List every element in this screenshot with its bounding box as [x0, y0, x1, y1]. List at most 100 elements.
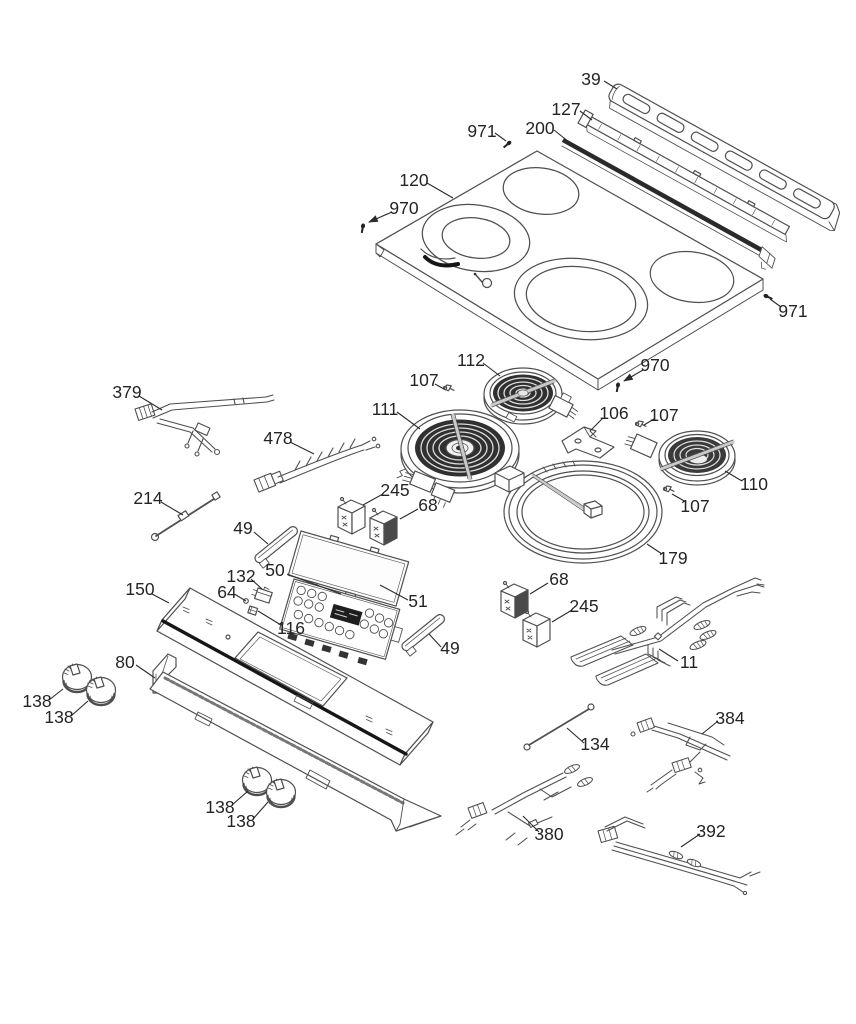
leader-line-110-13	[724, 470, 743, 482]
part-label-112-8: 112	[457, 350, 485, 370]
part-label-107-12: 107	[649, 405, 678, 425]
part-label-971-6: 971	[778, 301, 807, 321]
part-label-111-10: 111	[372, 399, 399, 419]
leader-line-80-32	[135, 664, 156, 679]
part-68-switch-right	[500, 580, 529, 619]
part-80-lower-trim	[149, 653, 442, 832]
part-245-switch-left	[337, 496, 366, 535]
leader-line-111-10	[396, 411, 421, 430]
leader-line-138-37	[231, 790, 249, 806]
part-132-connector	[251, 586, 273, 604]
leader-line-138-34	[70, 700, 89, 717]
leader-line-132-23	[250, 578, 263, 590]
part-label-478-17: 478	[263, 428, 292, 448]
leader-line-384-36	[701, 720, 719, 735]
part-68-switch-left	[369, 507, 398, 546]
part-120-glass-cooktop	[375, 150, 764, 391]
part-64-fasteners	[243, 598, 259, 616]
part-label-970-5: 970	[389, 198, 418, 218]
leader-line-51-26	[379, 584, 409, 601]
leader-line-116-27	[257, 610, 282, 626]
leader-line-478-17	[289, 441, 315, 455]
part-138-knob-c	[241, 766, 273, 797]
leader-line-200-2	[553, 129, 570, 143]
screw-971-right-icon	[763, 293, 773, 300]
part-label-110-13: 110	[740, 474, 768, 494]
part-label-150-22: 150	[125, 579, 154, 599]
part-384-wire-harness	[630, 717, 731, 793]
part-label-49-21: 49	[233, 518, 252, 538]
leader-line-134-35	[566, 727, 585, 744]
leader-line-11-31	[658, 648, 679, 662]
part-label-245-30: 245	[569, 596, 598, 616]
part-label-384-36: 384	[715, 708, 744, 728]
leader-line-64-25	[235, 594, 247, 602]
part-49-trim-left	[254, 526, 299, 569]
leader-line-971-6	[769, 298, 782, 308]
leader-line-214-18	[160, 501, 184, 516]
leader-line-245-19	[362, 493, 384, 506]
leader-line-120-4	[426, 182, 454, 199]
part-label-127-1: 127	[551, 99, 580, 119]
leader-line-380-39	[522, 815, 540, 833]
part-label-379-16: 379	[112, 382, 141, 402]
leader-line-107-14	[671, 493, 687, 503]
part-label-120-4: 120	[399, 170, 428, 190]
part-107-clip-c	[662, 485, 675, 493]
part-label-68-29: 68	[549, 569, 568, 589]
part-127-trim-support	[577, 109, 791, 243]
part-111-dual-surface-element	[396, 409, 520, 508]
screw-971-top-icon	[502, 140, 512, 149]
part-138-knob-d	[265, 778, 297, 809]
part-label-392-40: 392	[696, 821, 725, 841]
leader-line-392-40	[680, 833, 701, 848]
part-49-trim-right	[401, 614, 446, 657]
part-label-49-28: 49	[440, 638, 459, 658]
leader-line-49-28	[428, 633, 442, 648]
part-11-wire-harness	[570, 577, 765, 686]
leader-line-179-15	[646, 543, 663, 555]
part-50-control-board	[279, 578, 403, 666]
part-label-64-25: 64	[217, 582, 237, 602]
part-110-surface-element	[624, 430, 736, 486]
part-179-element-ring	[494, 460, 663, 564]
part-214-rod	[150, 491, 221, 542]
part-label-970-7: 970	[640, 355, 669, 375]
part-112-surface-element	[483, 367, 578, 425]
part-245-switch-right	[522, 609, 551, 648]
part-478-wire-harness	[253, 436, 381, 493]
part-label-179-15: 179	[658, 548, 687, 568]
screw-970-left-icon	[360, 223, 366, 234]
leader-line-138-38	[252, 801, 269, 820]
part-107-clip-b	[634, 420, 647, 428]
part-label-134-35: 134	[580, 734, 609, 754]
leader-line-970-5	[367, 211, 393, 223]
leader-line-112-8	[482, 362, 501, 377]
part-label-106-11: 106	[599, 403, 628, 423]
part-label-51-26: 51	[408, 591, 427, 611]
part-200-seal-strip	[561, 138, 776, 270]
leader-line-68-20	[399, 508, 419, 520]
part-label-50-24: 50	[265, 560, 285, 580]
leader-line-138-33	[48, 688, 64, 701]
part-134-wire	[523, 703, 595, 751]
leader-line-106-11	[589, 417, 604, 432]
part-label-107-9: 107	[409, 370, 438, 390]
leader-line-107-9	[434, 383, 445, 390]
part-label-138-38: 138	[226, 811, 255, 831]
part-label-380-39: 380	[534, 824, 563, 844]
part-label-39-0: 39	[581, 69, 600, 89]
part-106-bracket	[561, 426, 615, 459]
part-392-wire-harness	[597, 816, 761, 896]
part-label-971-3: 971	[467, 121, 496, 141]
part-label-138-37: 138	[205, 797, 234, 817]
part-label-80-32: 80	[115, 652, 135, 672]
part-138-knob-b	[85, 676, 117, 707]
part-label-11-31: 11	[680, 652, 698, 672]
part-label-132-23: 132	[226, 566, 255, 586]
leader-line-107-12	[643, 418, 655, 426]
